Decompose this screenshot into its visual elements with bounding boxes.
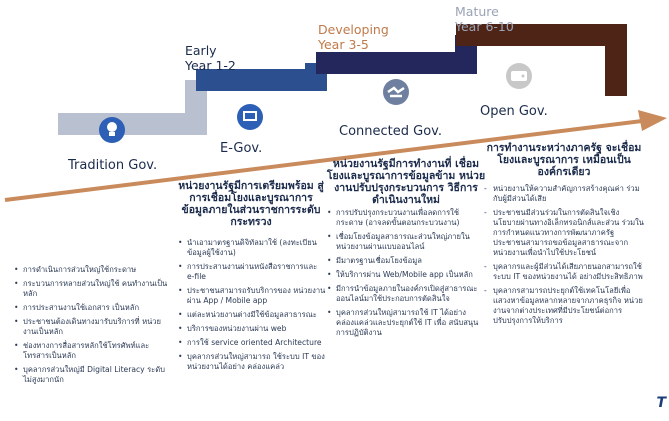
- list-item: บุคลากรสามารถประยุกต์ใช้เทคโนโลยีเพื่อ แ…: [484, 286, 644, 326]
- era-label-tradition: Tradition Gov.: [68, 158, 158, 173]
- list-item: บุคลากรส่วนใหญ่มี Digital Literacy ระดับ…: [14, 365, 172, 385]
- stage-early: Early Year 1-2: [185, 43, 236, 73]
- list-item: บุคลากรส่วนใหญ่สามารถ ใช้ระบบ IT ของหน่ว…: [178, 352, 326, 372]
- list-item: เชื่อมโยงข้อมูลสาธารณะส่วนใหญ่ภายใน หน่ว…: [327, 232, 482, 252]
- stage-early-years: Year 1-2: [185, 58, 236, 73]
- column-tradition: การดำเนินการส่วนใหญ่ใช้กระดาษ กระบวนการห…: [14, 265, 172, 389]
- list-item: บริการของหน่วยงานผ่าน web: [178, 324, 326, 334]
- list-item: ประชาชนต้องเดินทางมารับบริการที่ หน่วยงา…: [14, 317, 172, 337]
- era-label-connected: Connected Gov.: [339, 124, 442, 139]
- column-open: หน่วยงานให้ความสำคัญการสร้างคุณค่า ร่วมก…: [484, 184, 644, 330]
- column-heading-open: การทำงานระหว่างภาครัฐ จะเชื่อมโยงและบูรณ…: [486, 142, 642, 178]
- list-item: ประชาชนมีส่วนร่วมในการตัดสินใจเชิง นโยบา…: [484, 208, 644, 258]
- list-item: แต่ละหน่วยงานต่างมีใช้ข้อมูลสาธารณะ: [178, 310, 326, 320]
- corner-logo: T: [656, 395, 666, 411]
- era-label-egov: E-Gov.: [220, 141, 263, 156]
- list-item: การประสานงานผ่านหนังสือราชการและ e-file: [178, 262, 326, 282]
- presentation-icon: [237, 104, 263, 130]
- list-item: บุคลากรส่วนใหญ่สามารถใช้ IT ได้อย่าง คล่…: [327, 308, 482, 338]
- stage-mature-title: Mature: [455, 4, 499, 19]
- stage-developing-years: Year 3-5: [318, 37, 369, 52]
- list-item: บุคลากรและผู้มีส่วนได้เสียภายนอกสามารถใช…: [484, 262, 644, 282]
- list-item: การดำเนินการส่วนใหญ่ใช้กระดาษ: [14, 265, 172, 275]
- wallet-icon: [506, 63, 532, 89]
- list-item: ประชาชนสามารถรับบริการของ หน่วยงานผ่าน A…: [178, 286, 326, 306]
- list-item: การใช้ service oriented Architecture: [178, 338, 326, 348]
- stage-mature: Mature Year 6-10: [455, 4, 514, 34]
- stage-developing: Developing Year 3-5: [318, 22, 389, 52]
- list-item: ช่องทางการสื่อสารหลักใช้โทรศัพท์และ โทรส…: [14, 341, 172, 361]
- list-item: นำเอามาตรฐานดิจิทัลมาใช้ (ลงทะเบียนข้อมู…: [178, 238, 326, 258]
- list-item: มีการนำข้อมูลภายในองค์กรเปิดสู่สาธารณะ อ…: [327, 284, 482, 304]
- list-item: กระบวนการหลายส่วนใหญ่ใช้ คนทำงานเป็นหลัก: [14, 279, 172, 299]
- step-band-open: [456, 24, 627, 96]
- list-item: การประสานงานใช้เอกสาร เป็นหลัก: [14, 303, 172, 313]
- lightbulb-icon: [99, 117, 125, 143]
- column-heading-egov: หน่วยงานรัฐมีการเตรียมพร้อม สู่การเชื่อม…: [178, 180, 324, 228]
- progress-arrow: [4, 119, 643, 202]
- stage-early-title: Early: [185, 43, 217, 58]
- step-band-early: [58, 80, 207, 135]
- column-heading-connected: หน่วยงานรัฐมีการทำงานที่ เชื่อมโยงและบูร…: [326, 158, 486, 206]
- list-item: ให้บริการผ่าน Web/Mobile app เป็นหลัก: [327, 270, 482, 280]
- column-connected: การปรับปรุงกระบวนงานเพื่อลดการใช้ กระดาษ…: [327, 208, 482, 342]
- list-item: หน่วยงานให้ความสำคัญการสร้างคุณค่า ร่วมก…: [484, 184, 644, 204]
- list-item: การปรับปรุงกระบวนงานเพื่อลดการใช้ กระดาษ…: [327, 208, 482, 228]
- handshake-icon: [383, 79, 409, 105]
- stage-mature-years: Year 6-10: [455, 19, 514, 34]
- list-item: มีมาตรฐานเชื่อมโยงข้อมูล: [327, 256, 482, 266]
- column-egov: นำเอามาตรฐานดิจิทัลมาใช้ (ลงทะเบียนข้อมู…: [178, 238, 326, 376]
- stage-developing-title: Developing: [318, 22, 389, 37]
- progress-arrowhead: [638, 110, 667, 131]
- era-label-open: Open Gov.: [480, 104, 548, 119]
